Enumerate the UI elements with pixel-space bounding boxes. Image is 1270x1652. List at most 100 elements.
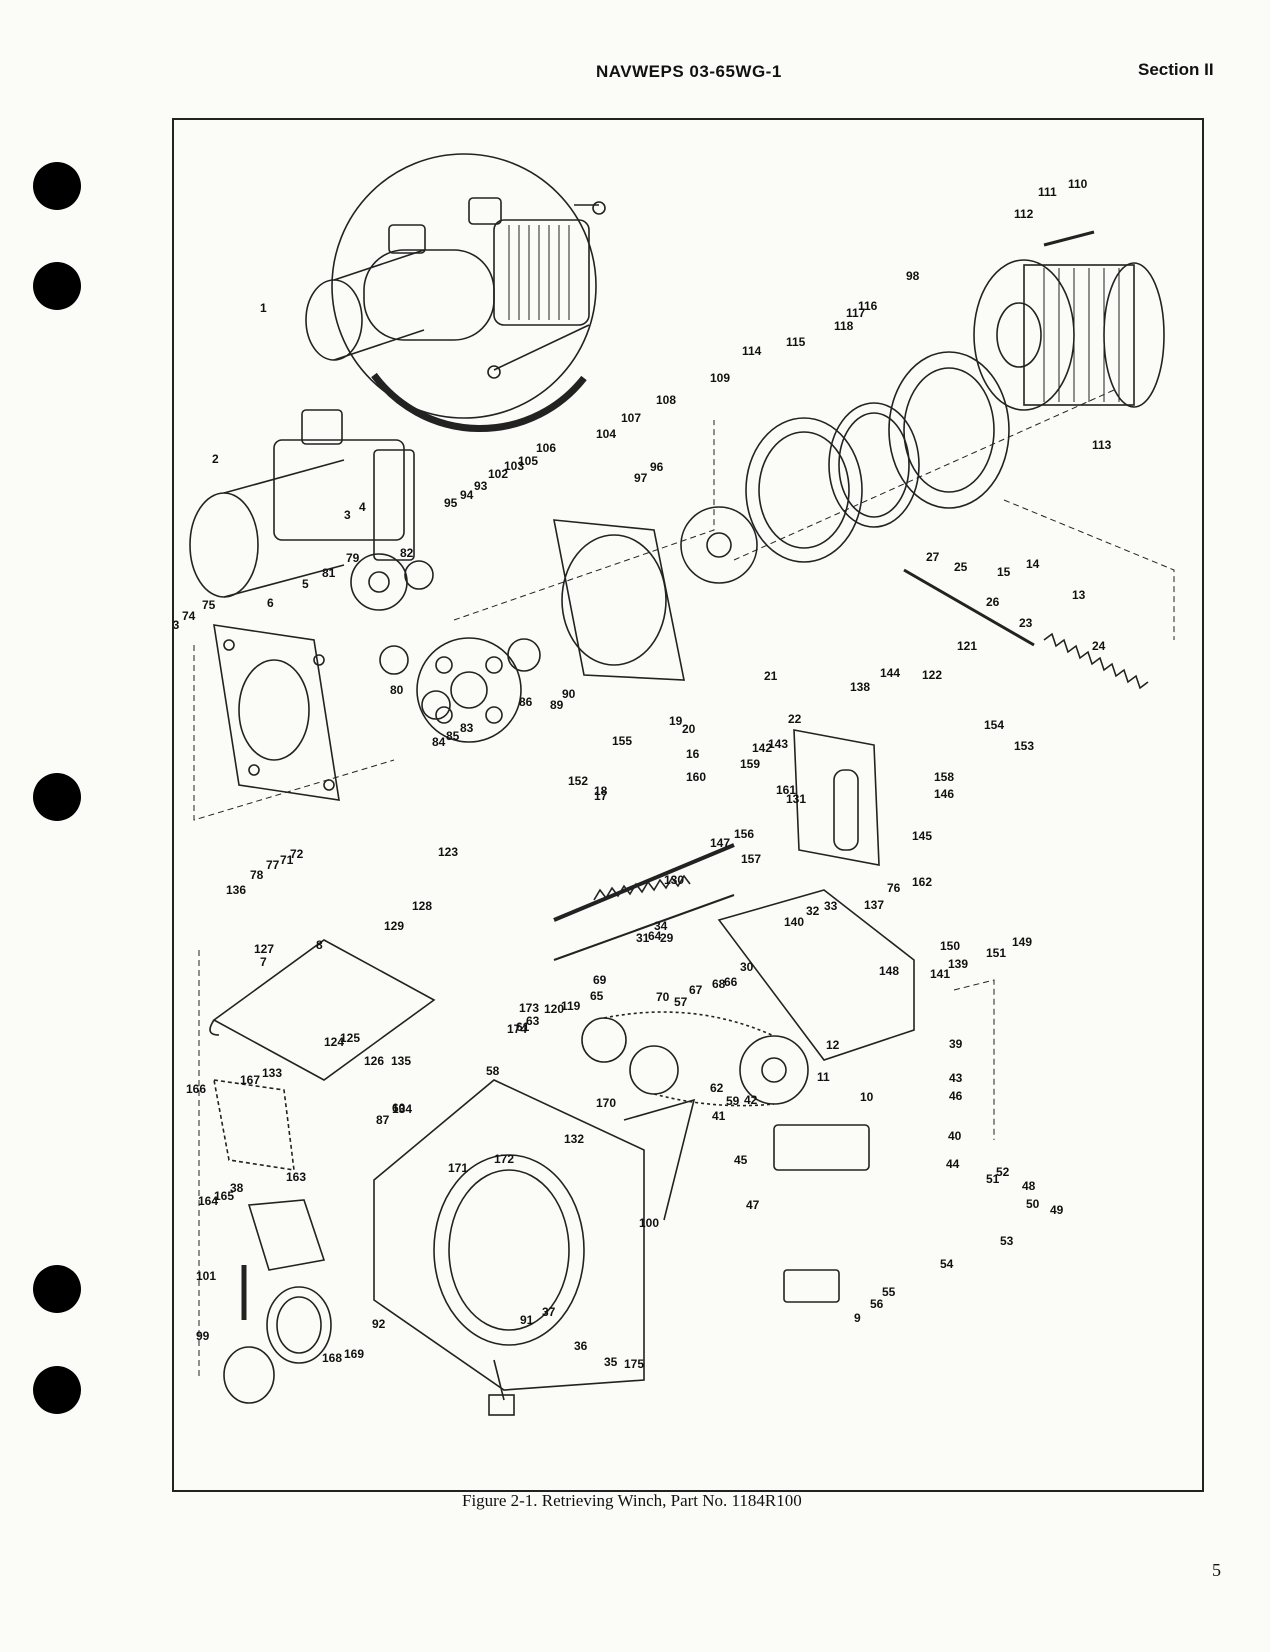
callout: 130 xyxy=(664,873,684,887)
callout: 124 xyxy=(324,1035,344,1049)
gear-83-85 xyxy=(416,637,522,743)
callout: 103 xyxy=(504,459,524,473)
side-cover xyxy=(717,889,915,1061)
gear-79 xyxy=(350,553,408,611)
callout: 138 xyxy=(850,680,870,694)
callout: 146 xyxy=(934,787,954,801)
punch-hole-5 xyxy=(33,1366,81,1414)
callout: 61 xyxy=(516,1020,530,1034)
callout: 71 xyxy=(280,853,294,867)
callout: 14 xyxy=(1026,557,1040,571)
exploded-view-figure: 1 2 3 4 5 6 73 74 75 79 81 82 80 84 85 8… xyxy=(172,118,1204,1492)
bearing-84 xyxy=(421,690,451,720)
callout: 8 xyxy=(316,938,323,952)
callout: 54 xyxy=(940,1257,954,1271)
punch-hole-3 xyxy=(33,773,81,821)
callout: 166 xyxy=(186,1082,206,1096)
callout: 40 xyxy=(948,1129,962,1143)
callout: 109 xyxy=(710,371,730,385)
callout: 136 xyxy=(226,883,246,897)
callout: 44 xyxy=(946,1157,960,1171)
motor-assembly xyxy=(189,409,415,598)
inset-circle xyxy=(331,153,597,419)
callout: 100 xyxy=(639,1216,659,1230)
callout: 107 xyxy=(621,411,641,425)
callout: 92 xyxy=(372,1317,386,1331)
callout: 25 xyxy=(954,560,968,574)
callout: 158 xyxy=(934,770,954,784)
callout: 148 xyxy=(879,964,899,978)
callout: 73 xyxy=(174,618,180,632)
callout: 50 xyxy=(1026,1197,1040,1211)
punch-hole-2 xyxy=(33,262,81,310)
callout: 131 xyxy=(786,792,806,806)
callout: 21 xyxy=(764,669,778,683)
callout: 140 xyxy=(784,915,804,929)
plate-165 xyxy=(247,1199,326,1271)
callout: 90 xyxy=(562,687,576,701)
callout: 133 xyxy=(262,1066,282,1080)
callout: 137 xyxy=(864,898,884,912)
callout: 143 xyxy=(768,737,788,751)
callout: 123 xyxy=(438,845,458,859)
callout: 60 xyxy=(392,1101,406,1115)
callout: 56 xyxy=(870,1297,884,1311)
callout: 99 xyxy=(196,1329,210,1343)
callout: 145 xyxy=(912,829,932,843)
callout: 153 xyxy=(1014,739,1034,753)
callout: 106 xyxy=(536,441,556,455)
callout: 36 xyxy=(574,1339,588,1353)
callout: 119 xyxy=(561,999,581,1013)
callout: 154 xyxy=(984,718,1004,732)
callout: 3 xyxy=(344,508,351,522)
frame-block xyxy=(793,729,880,866)
callout: 48 xyxy=(1022,1179,1036,1193)
callout: 122 xyxy=(922,668,942,682)
callout: 171 xyxy=(448,1161,468,1175)
callout: 15 xyxy=(997,565,1011,579)
callout: 116 xyxy=(858,299,878,313)
bolt-110 xyxy=(1043,230,1095,247)
callout: 164 xyxy=(198,1194,218,1208)
callout: 10 xyxy=(860,1090,874,1104)
callout: 51 xyxy=(986,1172,1000,1186)
callout: 102 xyxy=(488,467,508,481)
callout: 66 xyxy=(724,975,738,989)
callout: 58 xyxy=(486,1064,500,1078)
sprocket-65 xyxy=(581,1017,627,1063)
callout: 46 xyxy=(949,1089,963,1103)
callout: 86 xyxy=(519,695,533,709)
callout: 6 xyxy=(267,596,274,610)
callout: 129 xyxy=(384,919,404,933)
callout: 111 xyxy=(1038,185,1057,199)
callout: 26 xyxy=(986,595,1000,609)
callout: 142 xyxy=(752,741,772,755)
callout: 83 xyxy=(460,721,474,735)
callout: 78 xyxy=(250,868,264,882)
inset-motor-end xyxy=(305,279,363,361)
callout: 127 xyxy=(254,942,274,956)
callout: 159 xyxy=(740,757,760,771)
callout: 112 xyxy=(1014,207,1034,221)
callout: 49 xyxy=(1050,1203,1064,1217)
callout: 81 xyxy=(322,566,336,580)
sprocket-61 xyxy=(629,1045,679,1095)
callout: 96 xyxy=(650,460,664,474)
callout: 27 xyxy=(926,550,940,564)
callout: 163 xyxy=(286,1170,306,1184)
shaft-136 xyxy=(553,894,735,961)
callout: 52 xyxy=(996,1165,1010,1179)
callout: 11 xyxy=(817,1070,830,1084)
callout: 168 xyxy=(322,1351,342,1365)
section-label: Section II xyxy=(1138,60,1214,79)
callout: 7 xyxy=(260,955,267,969)
callout: 79 xyxy=(346,551,360,565)
callout: 77 xyxy=(266,858,280,872)
callout: 34 xyxy=(654,919,668,933)
callout: 75 xyxy=(202,598,216,612)
callout: 147 xyxy=(710,836,730,850)
callout: 93 xyxy=(474,479,488,493)
callout: 63 xyxy=(526,1014,540,1028)
figure-caption: Figure 2-1. Retrieving Winch, Part No. 1… xyxy=(462,1491,802,1510)
callout: 67 xyxy=(689,983,703,997)
